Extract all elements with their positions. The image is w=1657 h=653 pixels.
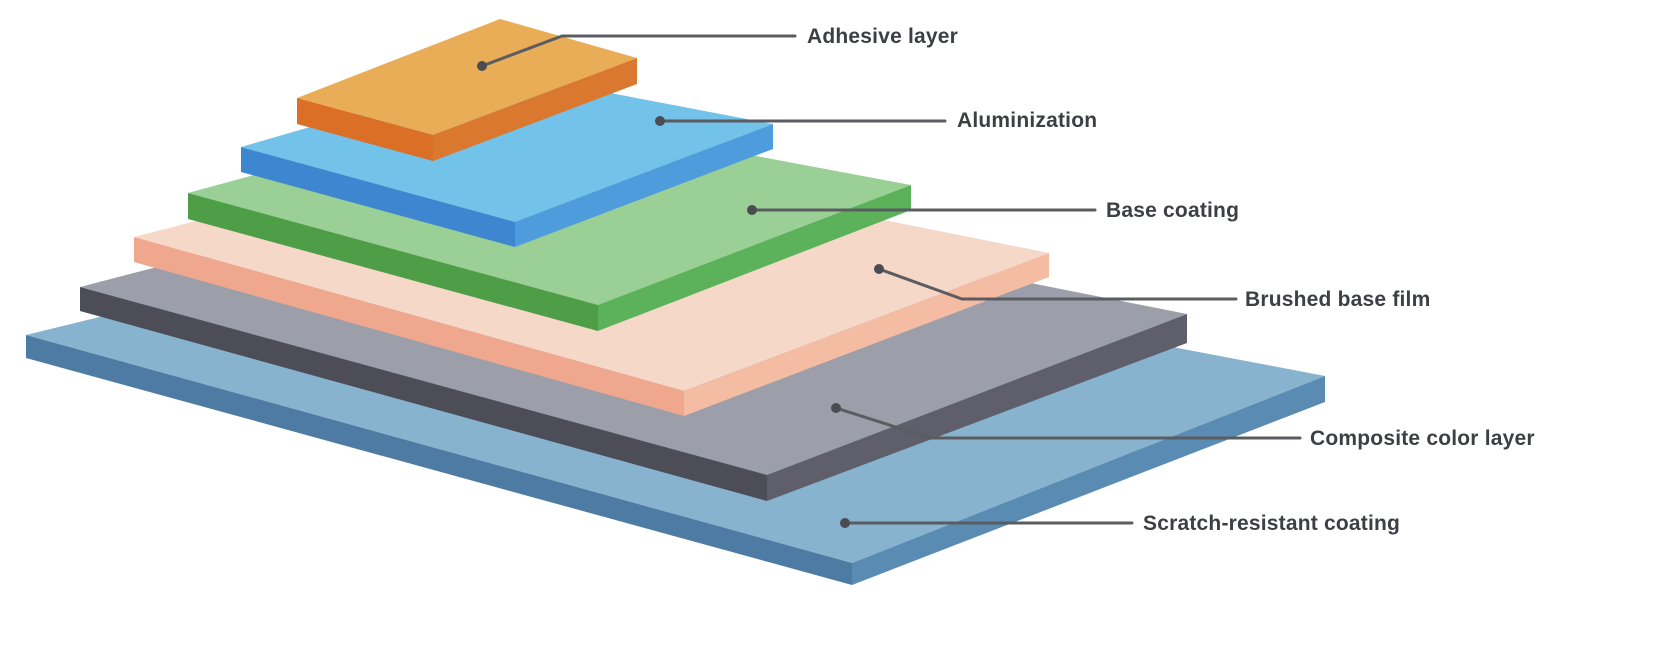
layer-alu-left-face — [241, 147, 515, 247]
layer-brushed-left-face — [134, 237, 684, 416]
layer-composite-right-face — [767, 314, 1187, 501]
anchor-dot — [477, 61, 487, 71]
label-adhesive-layer: Adhesive layer — [807, 25, 958, 48]
callout-adhesive-layer: Adhesive layer — [477, 25, 958, 71]
layer-alu-right-face — [515, 124, 773, 247]
layer-adhesive-left-face — [297, 98, 433, 161]
callout-composite-color-layer: Composite color layer — [831, 403, 1535, 450]
layer-composite-left-face — [80, 287, 767, 501]
label-aluminization: Aluminization — [957, 109, 1097, 132]
layer-adhesive-top — [297, 19, 637, 135]
anchor-dot — [655, 116, 665, 126]
layer-brushed-right-face — [684, 253, 1049, 416]
callout-base-coating: Base coating — [747, 199, 1239, 222]
layer-scratch-right-face — [852, 376, 1325, 585]
anchor-dot — [874, 264, 884, 274]
callout-scratch-resistant-coating: Scratch-resistant coating — [840, 512, 1400, 535]
label-base-coating: Base coating — [1106, 199, 1239, 222]
callout-aluminization: Aluminization — [655, 109, 1097, 132]
layer-base-left-face — [188, 193, 598, 331]
leader-line — [877, 267, 1238, 301]
anchor-dot — [840, 518, 850, 528]
layer-scratch-left-face — [26, 335, 852, 585]
layer-adhesive-layer — [297, 19, 637, 161]
layer-adhesive-right-face — [433, 58, 637, 161]
label-composite-color-layer: Composite color layer — [1310, 427, 1535, 450]
leader-line — [834, 406, 1302, 440]
label-brushed-base-film: Brushed base film — [1245, 288, 1430, 311]
layer-base-right-face — [598, 185, 911, 331]
callout-brushed-base-film: Brushed base film — [874, 264, 1430, 311]
anchor-dot — [747, 205, 757, 215]
label-scratch-resistant-coating: Scratch-resistant coating — [1143, 512, 1400, 535]
leader-line — [480, 34, 797, 68]
anchor-dot — [831, 403, 841, 413]
